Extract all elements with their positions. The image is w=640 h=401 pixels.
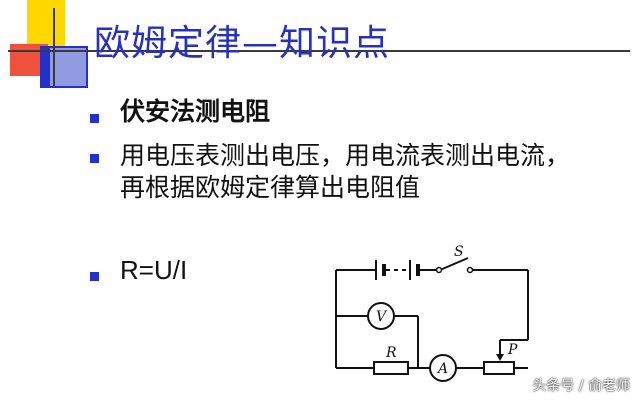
rheostat-slider-arrow-icon bbox=[496, 354, 504, 361]
watermark: 头条号 / 俞老师 bbox=[532, 378, 630, 394]
bullet-text: 伏安法测电阻 bbox=[120, 97, 271, 126]
resistor-label: R bbox=[385, 345, 397, 361]
switch-label: S bbox=[454, 244, 464, 260]
bullet-marker bbox=[90, 272, 99, 281]
voltmeter-label: V bbox=[376, 309, 388, 325]
voltmeter-symbol bbox=[367, 302, 395, 330]
deco-light-blue-square bbox=[50, 48, 86, 86]
rheostat-symbol bbox=[483, 361, 515, 375]
bullet-text: 用电压表测出电压，用电流表测出电流， 再根据欧姆定律算出电阻值 bbox=[120, 140, 570, 204]
switch-contact bbox=[466, 266, 474, 274]
bullet-text-line: 再根据欧姆定律算出电阻值 bbox=[120, 173, 421, 202]
switch-contact bbox=[435, 266, 443, 274]
bullet-text: R=U/I bbox=[120, 255, 188, 285]
rheostat-label: P bbox=[507, 342, 518, 358]
bullet-text-line: 用电压表测出电压，用电流表测出电流， bbox=[120, 141, 571, 170]
title-underline bbox=[8, 50, 630, 52]
bullet-marker bbox=[90, 154, 99, 163]
resistor-symbol bbox=[373, 361, 409, 375]
deco-vertical-line bbox=[53, 8, 55, 86]
deco-yellow-square bbox=[27, 0, 65, 48]
slide-title: 欧姆定律—知识点 bbox=[94, 23, 391, 64]
ammeter-label: A bbox=[436, 361, 448, 377]
circuit-diagram: S V R A P bbox=[335, 244, 529, 382]
ammeter-symbol bbox=[429, 354, 457, 382]
bullet-marker bbox=[90, 114, 99, 123]
